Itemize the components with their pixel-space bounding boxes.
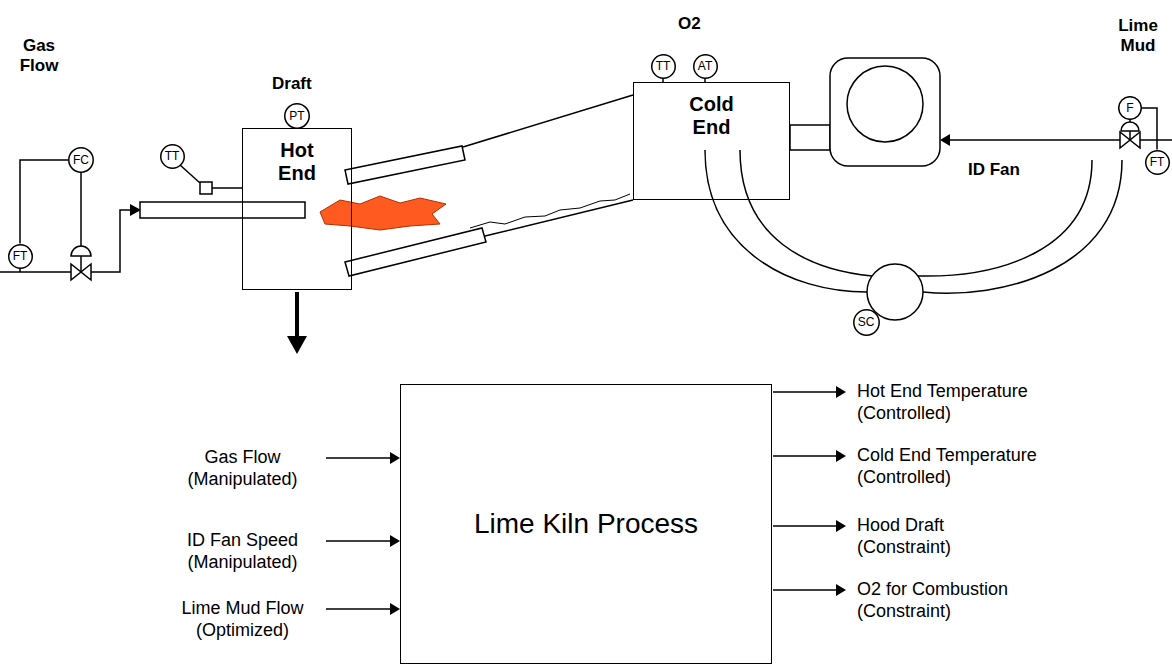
kiln-end-box: Hot End <box>242 128 352 290</box>
mud-filter-housing <box>830 58 940 166</box>
arrow-head <box>836 386 846 398</box>
output-arrow <box>773 455 838 457</box>
instrument-bubble: F <box>1118 96 1142 120</box>
output-label: Hot End Temperature (Controlled) <box>857 381 1062 424</box>
instrument-bubble: FC <box>68 147 94 173</box>
lime-bed <box>470 194 630 228</box>
node-text: Cold End <box>681 93 743 139</box>
transmitter-tap <box>19 268 21 272</box>
arrow-head <box>390 535 400 547</box>
output-arrow <box>773 525 838 527</box>
actuator-stem <box>80 172 82 272</box>
arrow-head <box>940 134 950 146</box>
node-text: PT <box>289 110 304 122</box>
node-text: SC <box>858 316 875 328</box>
arrow-head <box>390 452 400 464</box>
input-label: ID Fan Speed (Manipulated) <box>165 530 320 573</box>
instrument-bubble: FT <box>8 244 33 269</box>
kiln-end-box: Cold End <box>633 82 790 200</box>
arrow-head <box>836 520 846 532</box>
node-text: FT <box>1150 156 1165 168</box>
sensor-lead <box>180 165 200 183</box>
discharge-arrow <box>295 292 299 338</box>
sensor-well <box>200 182 212 194</box>
flame <box>320 196 446 230</box>
node-text: AT <box>698 60 712 72</box>
sensor-lead <box>212 187 242 189</box>
instrument-bubble: FT <box>1145 150 1170 175</box>
instrument-bubble: SC <box>853 309 880 336</box>
signal-line <box>1142 108 1157 150</box>
input-label: Lime Mud Flow (Optimized) <box>165 598 320 641</box>
node-text: F <box>1126 102 1133 114</box>
output-label: O2 for Combustion (Constraint) <box>857 579 1032 622</box>
kiln-ring <box>345 228 486 276</box>
kiln-ring <box>345 146 465 184</box>
stream-label: Lime Mud <box>1110 16 1166 57</box>
arrow-head <box>390 603 400 615</box>
arrow-head <box>287 336 307 354</box>
node-text: FC <box>73 154 89 166</box>
input-arrow <box>326 457 392 459</box>
stream-label: Gas Flow <box>8 36 70 77</box>
arrow-head <box>836 450 846 462</box>
instrument-bubble: TT <box>160 144 185 169</box>
node-text: FT <box>13 250 28 262</box>
control-valve <box>71 264 91 280</box>
feed-chute <box>790 125 830 150</box>
stream-label: ID Fan <box>968 160 1020 180</box>
stream-label: Draft <box>272 74 312 94</box>
kiln-shell <box>485 200 633 236</box>
input-arrow <box>326 608 392 610</box>
output-arrow <box>773 391 838 393</box>
node-text: TT <box>165 150 180 162</box>
signal-line <box>20 160 68 244</box>
id-fan <box>867 264 923 320</box>
fan-duct <box>740 150 872 276</box>
control-valve <box>1120 132 1140 148</box>
instrument-bubble: PT <box>284 103 310 129</box>
node-text: TT <box>656 60 671 72</box>
fan-duct <box>918 160 1092 276</box>
instrument-bubble: AT <box>693 54 718 79</box>
instrument-bubble: TT <box>651 54 676 79</box>
burner-pipe <box>140 202 305 218</box>
stream-label: O2 <box>678 14 701 34</box>
input-label: Gas Flow (Manipulated) <box>165 447 320 490</box>
arrow-head <box>836 584 846 596</box>
node-text: Lime Kiln Process <box>474 508 698 540</box>
valve-actuator <box>1121 122 1139 131</box>
input-arrow <box>326 540 392 542</box>
node-text: Hot End <box>271 139 323 185</box>
process-block: Lime Kiln Process <box>400 384 772 664</box>
kiln-shell <box>463 95 633 147</box>
filter-drum <box>847 66 923 142</box>
valve-actuator <box>71 246 91 256</box>
output-label: Hood Draft (Constraint) <box>857 515 982 558</box>
fan-duct <box>923 160 1122 293</box>
output-arrow <box>773 589 838 591</box>
output-label: Cold End Temperature (Controlled) <box>857 445 1062 488</box>
